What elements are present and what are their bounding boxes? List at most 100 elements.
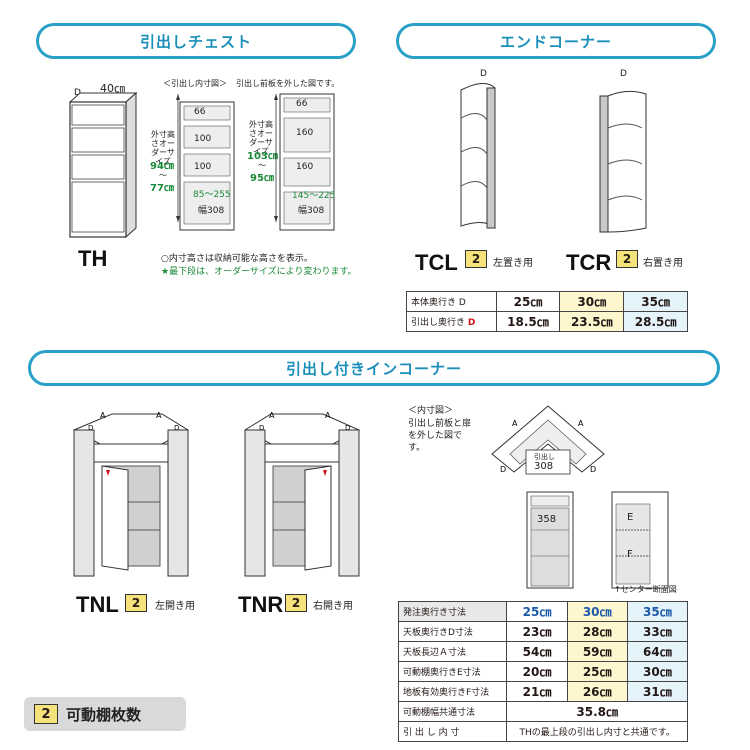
in-corner-center-section-caption: ↑センター断面図	[614, 585, 677, 594]
in-corner-drawer-value: 308	[534, 461, 554, 472]
table-row: 本体奥行き D 25㎝ 30㎝ 35㎝	[406, 291, 688, 312]
chest-note-2: ★最下段は、オーダーサイズにより変わります。	[161, 267, 357, 277]
table-row: 天板奥行きD寸法 23㎝ 28㎝ 33㎝	[397, 621, 689, 642]
svg-text:D: D	[174, 424, 179, 432]
cell: THの最上段の引出し内寸と共通です。	[506, 721, 688, 742]
chest-order-size-left: 外寸高さオーダーサイズ	[151, 130, 175, 166]
cell: 30㎝	[626, 661, 689, 682]
chest-height-right-tilde: ～	[258, 161, 266, 170]
cell: 64㎝	[626, 641, 689, 662]
chest-inner-left-diagram	[176, 94, 235, 231]
tcl-desc: 左置き用	[493, 258, 533, 269]
cell: 35㎝	[623, 291, 688, 312]
cell: 35㎝	[626, 601, 689, 622]
chest-right-width: 幅308	[298, 206, 325, 216]
table-row: 天板長辺Ａ寸法 54㎝ 59㎝ 64㎝	[397, 641, 689, 662]
cell: 25㎝	[506, 601, 568, 622]
cell: 31㎝	[626, 681, 689, 702]
svg-text:A: A	[156, 411, 162, 420]
chest-inner-right-diagram	[274, 93, 335, 231]
cell: 20㎝	[506, 661, 568, 682]
tnr-model: TNR	[238, 592, 284, 617]
cell: 30㎝	[559, 291, 625, 312]
row-label: 天板奥行きD寸法	[397, 621, 508, 642]
chest-height-right-top: 103㎝	[247, 151, 278, 162]
legend-badge: 2	[34, 704, 58, 724]
tcr-shelf-count-badge: 2	[616, 250, 638, 268]
row-label: 引出し奥行き D	[406, 311, 497, 332]
svg-text:A: A	[512, 419, 518, 428]
chest-model-th: TH	[78, 246, 108, 271]
chest-height-right-bottom: 95㎝	[250, 173, 274, 184]
chest-height-left-bottom: 77㎝	[150, 183, 174, 194]
svg-text:A: A	[100, 411, 106, 420]
tcl-model: TCL	[415, 250, 458, 275]
cell: 23㎝	[506, 621, 568, 642]
in-corner-drawer-label: 引出し	[534, 453, 555, 461]
chest-note-1: ○内寸高さは収納可能な高さを表示。	[161, 254, 313, 264]
in-corner-top-view: A A D D	[491, 405, 605, 475]
chest-inner-caption: ＜引出し内寸図＞	[163, 79, 227, 88]
table-row: 可動棚幅共通寸法 35.8㎝	[397, 701, 688, 722]
cell: 26㎝	[566, 681, 628, 702]
table-row: 引 出 し 内 寸 THの最上段の引出し内寸と共通です。	[397, 721, 688, 742]
in-corner-section-view	[611, 491, 669, 589]
cell: 28.5㎝	[623, 311, 688, 332]
chest-right-drawer-1: 66	[296, 99, 308, 109]
tcl-illustration	[460, 83, 496, 230]
in-corner-inner-note: 引出し前板と扉を外した図です。	[408, 419, 472, 453]
chest-width-label: 40㎝	[100, 82, 125, 95]
cell: 35.8㎝	[506, 701, 688, 722]
tnl-desc: 左開き用	[155, 601, 195, 612]
cell: 25㎝	[495, 291, 561, 312]
cell: 21㎝	[506, 681, 568, 702]
section-chest-header: 引出しチェスト	[36, 23, 356, 59]
row-label: 引 出 し 内 寸	[397, 721, 508, 742]
svg-text:D: D	[259, 424, 264, 432]
in-corner-shelf-value: 358	[537, 514, 557, 525]
table-row: 発注奥行き寸法 25㎝ 30㎝ 35㎝	[397, 601, 689, 622]
tcr-illustration	[599, 90, 647, 233]
shelf-count-legend: 2 可動棚枚数	[24, 697, 186, 731]
section-in-corner-header: 引出し付きインコーナー	[28, 350, 720, 386]
cell: 33㎝	[626, 621, 689, 642]
chest-depth-label: D	[74, 88, 81, 98]
chest-left-width: 幅308	[198, 206, 225, 216]
cell: 18.5㎝	[495, 311, 561, 332]
svg-text:D: D	[500, 465, 506, 474]
cell: 23.5㎝	[559, 311, 625, 332]
end-corner-depth-label-tcr: D	[620, 69, 627, 79]
chest-right-drawer-2: 160	[296, 128, 314, 138]
tnl-illustration: A A D D	[72, 411, 190, 577]
tnr-desc: 右開き用	[313, 601, 353, 612]
svg-text:A: A	[578, 419, 584, 428]
end-corner-depth-label-tcl: D	[480, 69, 487, 79]
chest-front-removed-note: 引出し前板を外した図です。	[236, 79, 340, 88]
in-corner-f-label: F	[627, 549, 633, 560]
cell: 54㎝	[506, 641, 568, 662]
row-label: 可動棚幅共通寸法	[397, 701, 508, 722]
row-label: 本体奥行き D	[406, 291, 497, 312]
chest-right-bottom-range: 145～225	[292, 191, 336, 201]
tnl-shelf-count-badge: 2	[125, 594, 147, 612]
table-row: 地板有効奥行きF寸法 21㎝ 26㎝ 31㎝	[397, 681, 689, 702]
in-corner-front-view	[526, 491, 574, 589]
section-end-corner-header: エンドコーナー	[396, 23, 716, 59]
end-corner-spec-table: 本体奥行き D 25㎝ 30㎝ 35㎝ 引出し奥行き D 18.5㎝ 23.5㎝…	[406, 291, 688, 332]
svg-text:D: D	[345, 424, 350, 432]
svg-text:A: A	[269, 411, 275, 420]
chest-left-drawer-3: 100	[194, 162, 212, 172]
tnr-shelf-count-badge: 2	[285, 594, 307, 612]
cell: 30㎝	[566, 601, 628, 622]
cell: 59㎝	[566, 641, 628, 662]
chest-right-drawer-3: 160	[296, 162, 314, 172]
svg-text:D: D	[88, 424, 93, 432]
chest-illustration	[68, 91, 138, 239]
cell: 25㎝	[566, 661, 628, 682]
chest-order-size-right: 外寸高さオーダーサイズ	[249, 120, 273, 156]
tcr-desc: 右置き用	[643, 258, 683, 269]
table-row: 可動棚奥行きE寸法 20㎝ 25㎝ 30㎝	[397, 661, 689, 682]
row-label: 天板長辺Ａ寸法	[397, 641, 508, 662]
row-label: 発注奥行き寸法	[397, 601, 508, 622]
svg-text:D: D	[590, 465, 596, 474]
